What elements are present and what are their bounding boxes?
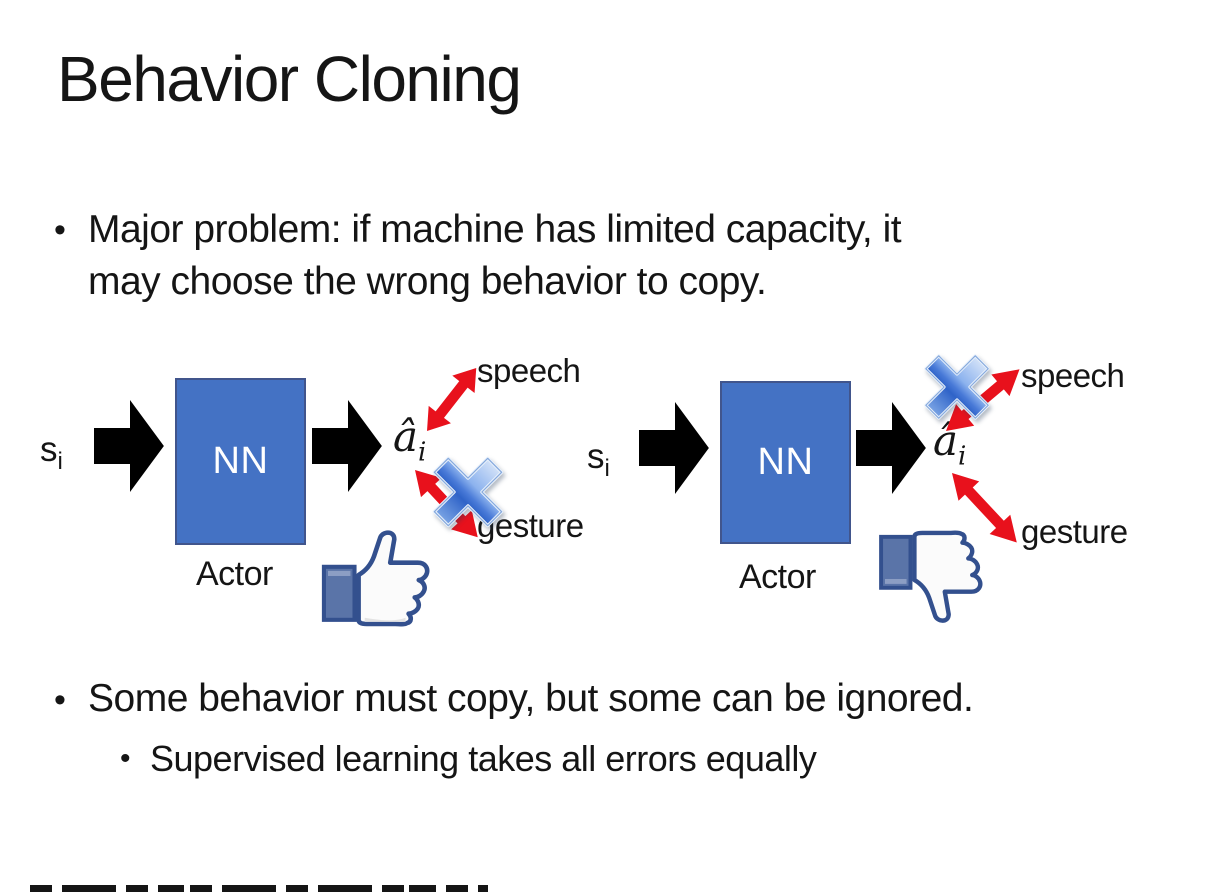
bullet-text: Supervised learning takes all errors equ… (150, 738, 817, 779)
bullet-major-problem: • Major problem: if machine has limited … (54, 204, 1084, 308)
left-output-arrow-icon (312, 398, 384, 494)
left-actor-label: Actor (196, 555, 273, 593)
right-input-label: si (587, 437, 610, 482)
left-cross-out-icon (427, 451, 509, 533)
left-speech-arrow-icon (415, 359, 488, 441)
right-gesture-label: gesture (1021, 513, 1128, 550)
bullet-marker: • (120, 742, 131, 775)
right-input-arrow-icon (639, 400, 711, 496)
left-input-label: si (40, 430, 63, 475)
bullet-marker: • (54, 681, 66, 719)
left-output-label: âi (393, 412, 427, 468)
left-nn-box: NN (175, 378, 306, 545)
page-title: Behavior Cloning (57, 43, 522, 115)
bullet-line-2: may choose the wrong behavior to copy. (88, 260, 767, 303)
thumbs-down-icon (875, 529, 993, 627)
bullet-some-behavior: • Some behavior must copy, but some can … (54, 674, 1134, 726)
bullet-text: Major problem: if machine has limited ca… (88, 204, 902, 308)
right-gesture-arrow-icon (941, 463, 1028, 553)
left-nn-label: NN (212, 440, 269, 482)
truncated-bottom-text-bar (30, 885, 488, 892)
right-nn-box: NN (720, 381, 851, 544)
right-nn-label: NN (757, 441, 814, 483)
bullet-line-1: Major problem: if machine has limited ca… (88, 208, 902, 251)
right-output-arrow-icon (856, 400, 928, 496)
right-speech-label: speech (1021, 357, 1125, 394)
bullet-text: Some behavior must copy, but some can be… (88, 677, 974, 720)
right-cross-out-icon (919, 349, 995, 425)
left-input-arrow-icon (94, 398, 166, 494)
left-speech-label: speech (477, 352, 581, 389)
thumbs-up-icon (317, 526, 441, 628)
right-actor-label: Actor (739, 558, 816, 596)
bullet-marker: • (54, 211, 66, 249)
sub-bullet-supervised: • Supervised learning takes all errors e… (120, 736, 1100, 782)
